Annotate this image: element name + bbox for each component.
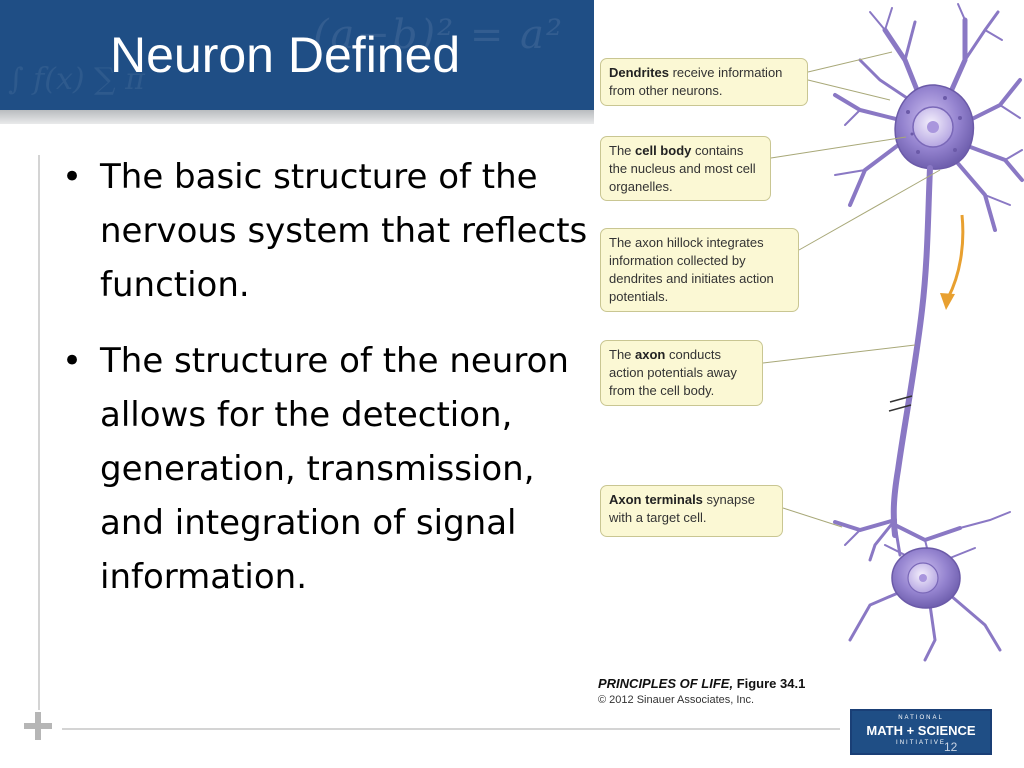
target-cell xyxy=(848,544,1002,662)
callout-prefix: The xyxy=(609,143,636,158)
title-shadow xyxy=(0,110,594,124)
callout-term: Dendrites xyxy=(609,65,669,80)
conduction-arrow xyxy=(946,214,965,299)
title-decoration: (a−b)² = a² xyxy=(312,12,564,58)
callout-prefix: The xyxy=(609,347,636,362)
bottom-rule xyxy=(62,728,840,730)
callout-cell-body: The cell body contains the nucleus and m… xyxy=(600,136,771,201)
bullet-text: The basic structure of the nervous syste… xyxy=(100,157,588,305)
figure-caption: PRINCIPLES OF LIFE, Figure 34.1 xyxy=(598,676,805,691)
nucleolus xyxy=(927,121,939,133)
nmsi-logo: NATIONAL MATH + SCIENCE INITIATIVE xyxy=(850,709,992,755)
page-title: Neuron Defined xyxy=(110,27,461,83)
callout-axon-hillock: The axon hillock integrates information … xyxy=(600,228,799,312)
organelles xyxy=(906,96,962,154)
callout-text: synapse with a target cell. xyxy=(609,492,755,525)
plus-icon xyxy=(22,710,54,742)
axon-break-mark xyxy=(888,395,913,412)
logo-line: NATIONAL xyxy=(898,715,944,721)
callout-term: Axon terminals xyxy=(609,492,703,507)
callout-axon-terminals: Axon terminals synapse with a target cel… xyxy=(600,485,783,537)
callout-dendrites: Dendrites receive information from other… xyxy=(600,58,808,106)
bullet-item: • The basic structure of the nervous syst… xyxy=(58,150,588,312)
arrowhead-icon xyxy=(940,293,955,310)
bullet-icon: • xyxy=(62,341,83,381)
page-number: 12 xyxy=(944,740,958,754)
axon xyxy=(890,165,933,538)
callout-text: receive information from other neurons. xyxy=(609,65,783,98)
leader-lines xyxy=(762,51,941,528)
logo-line: INITIATIVE xyxy=(896,740,946,746)
title-bar: (a−b)² = a² ∫ f(x) ∑ π xyxy=(0,0,594,110)
copyright: © 2012 Sinauer Associates, Inc. xyxy=(598,694,755,706)
bullet-text: The structure of the neuron allows for t… xyxy=(100,341,569,597)
bullet-icon: • xyxy=(62,157,83,197)
bullet-list: • The basic structure of the nervous syst… xyxy=(58,150,588,626)
caption-source: PRINCIPLES OF LIFE, xyxy=(598,676,734,691)
logo-line: MATH + SCIENCE xyxy=(866,723,976,738)
callout-text: The axon hillock integrates information … xyxy=(609,235,774,304)
title-decoration: ∫ f(x) ∑ π xyxy=(8,62,145,97)
callout-term: axon xyxy=(635,347,666,362)
callout-term: cell body xyxy=(635,143,692,158)
callout-axon: The axon conducts action potentials away… xyxy=(600,340,763,406)
callout-text: conducts action potentials away from the… xyxy=(609,347,737,398)
bullet-item: • The structure of the neuron allows for … xyxy=(58,334,588,604)
left-rule xyxy=(38,155,40,710)
caption-figure-number: Figure 34.1 xyxy=(733,676,806,691)
callout-text: contains the nucleus and most cell organ… xyxy=(609,143,756,194)
